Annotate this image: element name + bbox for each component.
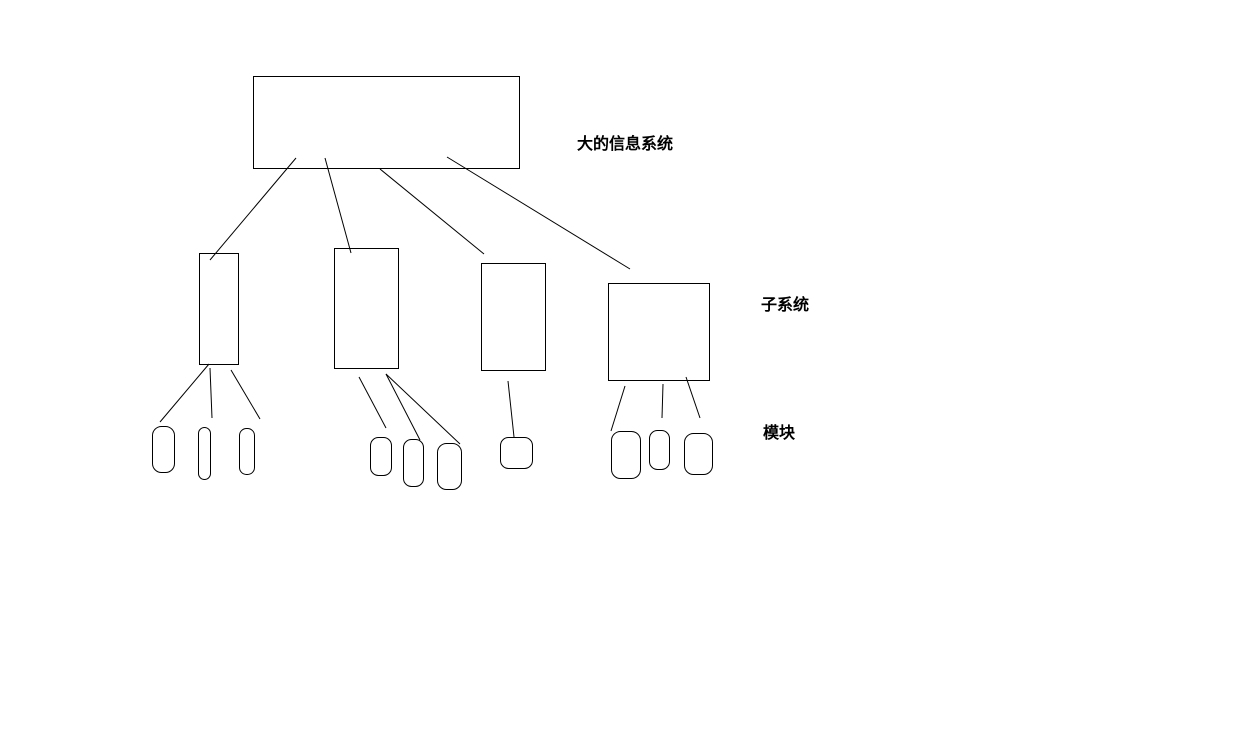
module-1-1 [152,426,175,473]
connector-system-sub2 [324,157,352,254]
label-module: 模块 [763,423,796,442]
connector-system-sub4 [446,156,631,270]
module-3-1 [500,437,533,469]
label-system: 大的信息系统 [577,134,673,153]
module-2-1 [370,437,392,476]
connector-sub2-mod1 [358,376,387,429]
connector-sub4-mod3 [685,376,701,419]
module-1-3 [239,428,255,475]
module-2-3 [437,443,462,490]
subsystem-box-4 [608,283,710,381]
connector-sub3-mod1 [507,380,515,438]
system-box [253,76,520,169]
connector-sub1-mod2 [209,367,213,419]
module-4-1 [611,431,641,479]
connector-system-sub3 [379,168,485,255]
module-1-2 [198,427,211,480]
module-4-2 [649,430,670,470]
connector-system-sub1 [209,157,297,261]
connector-sub1-mod1 [159,363,210,423]
label-subsystem: 子系统 [761,295,809,314]
connector-sub4-mod2 [661,383,664,419]
connector-sub2-mod3 [385,373,461,445]
subsystem-box-3 [481,263,546,371]
module-4-3 [684,433,713,475]
connector-sub1-mod3 [230,369,261,420]
subsystem-box-1 [199,253,239,365]
connector-sub4-mod1 [610,385,626,432]
subsystem-box-2 [334,248,399,369]
connector-sub2-mod2 [385,373,421,441]
module-2-2 [403,439,424,487]
